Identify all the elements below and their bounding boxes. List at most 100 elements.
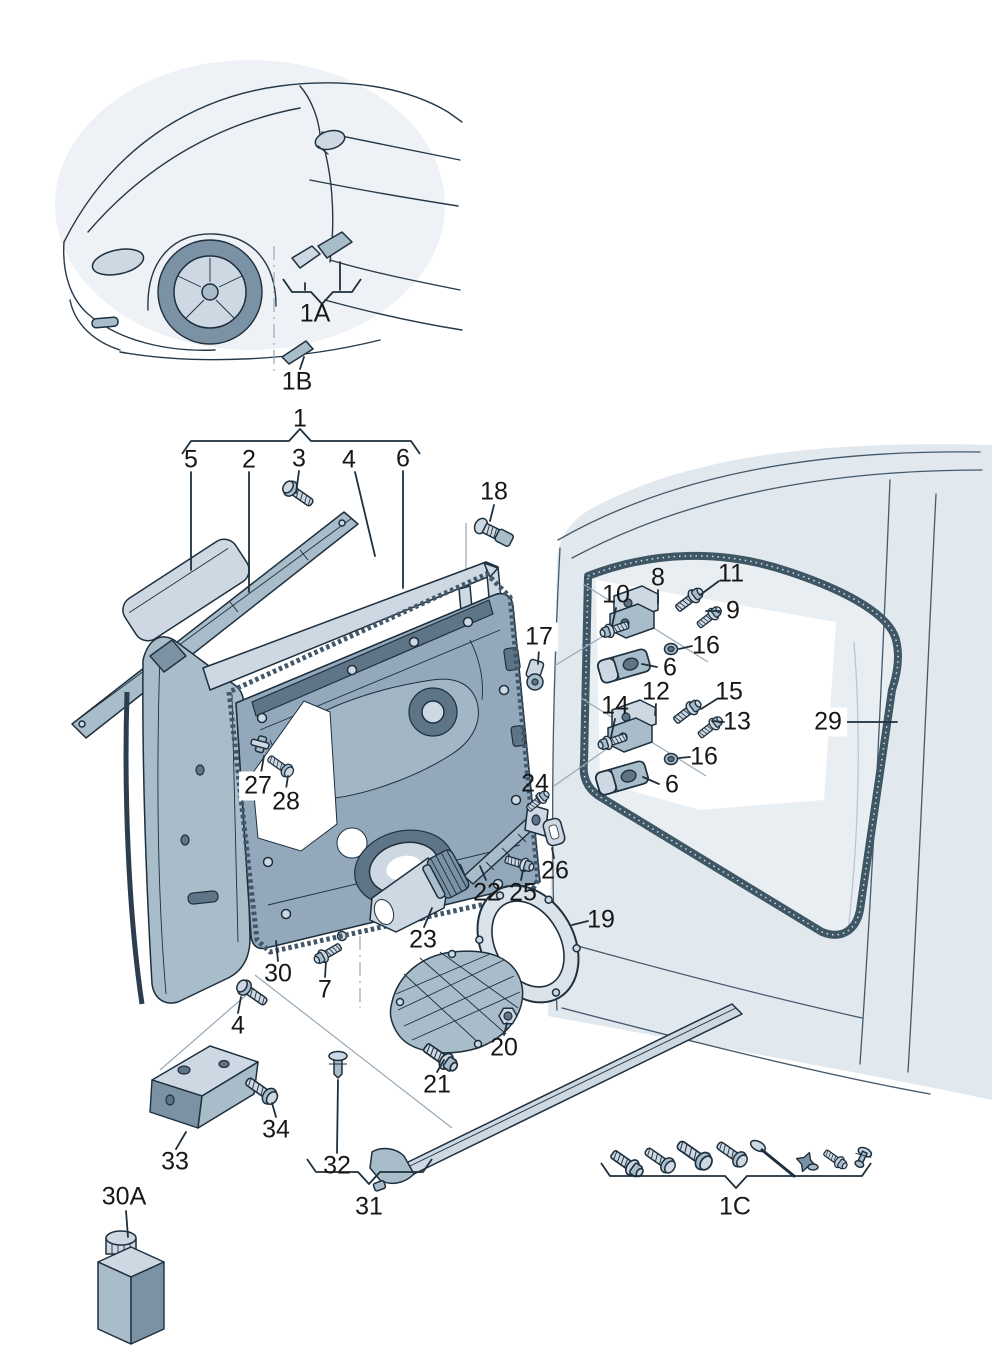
callout-12-lower-hinge[interactable]: 12 <box>642 677 670 706</box>
callout-18-lock-pin-bolt[interactable]: 18 <box>480 477 508 506</box>
leader-line <box>336 1079 339 1154</box>
group-bracket-1C <box>600 1162 872 1189</box>
leader-line <box>551 847 555 859</box>
callout-8-upper-hinge[interactable]: 8 <box>651 563 665 592</box>
callout-34-bracket-screw[interactable]: 34 <box>262 1115 290 1144</box>
callout-2-window-slot-seal-rail[interactable]: 2 <box>242 445 256 474</box>
lock-area <box>503 646 521 672</box>
callout-26-check-strap-gasket[interactable]: 26 <box>541 856 569 885</box>
callout-25-check-strap-bolt-lower[interactable]: 25 <box>509 878 537 907</box>
leader-line <box>503 1022 508 1036</box>
door-striker-17 <box>525 658 545 691</box>
leader-line <box>295 470 300 494</box>
check-strap-gasket-26 <box>542 817 566 847</box>
leader-line <box>479 865 487 881</box>
adhesive-bottle-30a <box>97 1230 165 1345</box>
kit-expander-rivet-icon <box>854 1146 873 1169</box>
callout-5-window-slot-cover[interactable]: 5 <box>184 445 198 474</box>
callout-14-lower-hinge-screw-left[interactable]: 14 <box>601 691 629 720</box>
callout-31-sill-trim-strip[interactable]: 31 <box>355 1192 383 1221</box>
callout-20-speaker-nut[interactable]: 20 <box>490 1033 518 1062</box>
window-slot-opening <box>251 599 494 717</box>
callout-1B-trim-strip[interactable]: 1B <box>281 367 313 396</box>
callout-13-lower-hinge-bolt-bottom[interactable]: 13 <box>723 707 751 736</box>
car-overview <box>55 60 463 365</box>
callout-16-upper-hinge-nut[interactable]: 16 <box>692 631 720 660</box>
leader-line <box>260 755 265 774</box>
leader-line <box>125 1210 129 1238</box>
construction-line <box>553 747 609 787</box>
leader-line <box>711 720 725 723</box>
panel-sealing-bead <box>226 571 541 955</box>
callout-21-speaker-bolt[interactable]: 21 <box>423 1070 451 1099</box>
speaker-grille <box>389 949 524 1054</box>
leader-line <box>642 776 660 785</box>
callout-1-door-assembly-group[interactable]: 1 <box>293 404 307 433</box>
fog-light <box>91 316 119 329</box>
callout-24-check-strap-bolt-upper[interactable]: 24 <box>521 769 549 798</box>
headlight <box>91 248 145 276</box>
leader-line <box>678 645 693 650</box>
callout-23-wiring-grommet-boot[interactable]: 23 <box>409 925 437 954</box>
panel-clip-icon <box>250 735 270 754</box>
callout-7-panel-bolt[interactable]: 7 <box>318 975 332 1004</box>
sill-trim-group <box>328 1003 743 1192</box>
kit-star-clip-icon <box>795 1151 819 1173</box>
mirror <box>314 129 346 151</box>
trim-pad-small <box>291 245 321 269</box>
callout-6-window-frame[interactable]: 6 <box>396 444 410 473</box>
leader-line <box>571 920 589 926</box>
front-wheel <box>157 239 263 345</box>
leader-line <box>237 996 242 1014</box>
callout-6-upper-hinge-wedge[interactable]: 6 <box>663 653 677 682</box>
door-handle-recess <box>187 890 219 905</box>
leader-line <box>423 907 433 928</box>
callout-4-panel-screw-lower[interactable]: 4 <box>231 1011 245 1040</box>
kit-rivet-pin-icon <box>749 1139 796 1178</box>
leader-line <box>324 961 327 978</box>
callout-15-lower-hinge-bolt-top[interactable]: 15 <box>715 677 743 706</box>
callout-19-speaker-gasket-ring[interactable]: 19 <box>587 905 615 934</box>
callout-30-door-panel-sealing-bead[interactable]: 30 <box>264 959 292 988</box>
leader-line <box>275 940 279 962</box>
callout-9-upper-hinge-bolt-bottom[interactable]: 9 <box>726 596 740 625</box>
leader-line <box>175 1131 187 1150</box>
leader-line <box>537 648 540 665</box>
callout-28-panel-screw[interactable]: 28 <box>267 787 305 817</box>
leader-line <box>700 698 718 710</box>
door-inner-assembly <box>202 517 541 1010</box>
callout-6-lower-hinge-wedge[interactable]: 6 <box>665 770 679 799</box>
leader-lines <box>125 261 898 1238</box>
lock-pin-bolt-icon <box>473 517 514 547</box>
callout-10-upper-hinge-screw-left[interactable]: 10 <box>602 580 630 609</box>
construction-line <box>159 989 253 1071</box>
leader-line <box>285 775 289 790</box>
aperture-highlight <box>596 580 836 810</box>
group-bracket-31 <box>306 1158 433 1185</box>
construction-line <box>254 974 453 1129</box>
leader-line <box>699 580 720 596</box>
callout-11-upper-hinge-bolt-top[interactable]: 11 <box>718 559 744 588</box>
leader-line <box>641 663 658 668</box>
car-body-side-view <box>548 444 992 1101</box>
callout-22-door-check-strap[interactable]: 22 <box>473 878 501 907</box>
group-brackets <box>181 278 872 1189</box>
mirror-base-corner <box>149 639 187 673</box>
trim-pad-large <box>317 231 353 259</box>
callout-4-window-guide[interactable]: 4 <box>342 445 356 474</box>
callout-29-door-aperture-seal[interactable]: 29 <box>809 707 847 737</box>
group-bracket-1A <box>282 278 362 305</box>
construction-line <box>553 631 611 667</box>
callout-30A-adhesive-bottle[interactable]: 30A <box>101 1182 147 1211</box>
callout-1C-fastener-kit[interactable]: 1C <box>719 1192 751 1221</box>
callout-16-lower-hinge-nut[interactable]: 16 <box>690 742 718 771</box>
callout-3-rail-screw[interactable]: 3 <box>292 444 306 473</box>
group-bracket-1 <box>181 428 421 455</box>
callout-32-trim-clip[interactable]: 32 <box>323 1151 351 1180</box>
callout-17-door-striker[interactable]: 17 <box>520 622 558 652</box>
leader-line <box>436 1059 445 1073</box>
callout-33-door-bracket[interactable]: 33 <box>161 1147 189 1176</box>
callout-1A-door-trim-pads[interactable]: 1A <box>299 299 331 328</box>
